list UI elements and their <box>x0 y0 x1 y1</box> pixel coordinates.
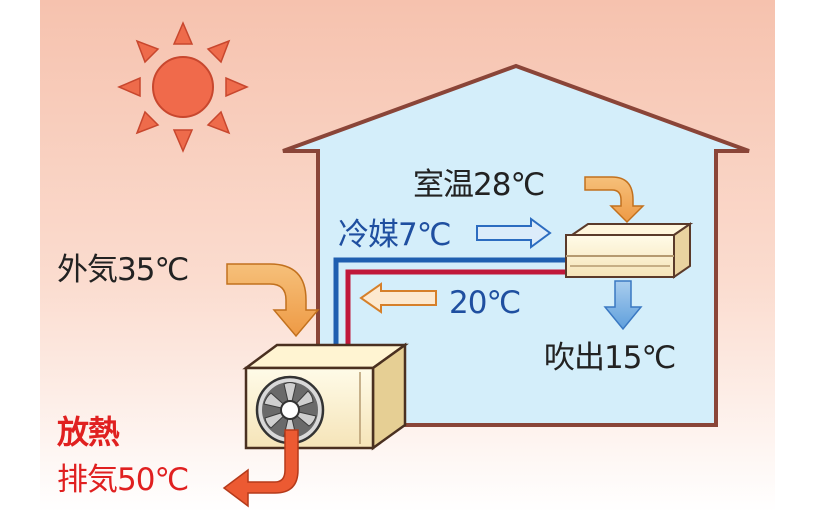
sun-icon <box>117 21 249 153</box>
outside-air-intake-arrow <box>226 263 320 338</box>
refrigerant-pipe-return <box>345 269 572 352</box>
room-air-intake-arrow <box>584 176 645 224</box>
outlet-temp-label: 吹出15℃ <box>544 340 676 376</box>
outside-air-label: 外気35℃ <box>57 252 189 288</box>
refrigerant-flow-arrow <box>476 217 552 249</box>
refrigerant-label: 冷媒7℃ <box>338 217 452 253</box>
exhaust-temp-label: 排気50℃ <box>57 462 189 498</box>
room-temp-label: 室温28℃ <box>413 167 545 203</box>
return-flow-arrow <box>359 282 437 314</box>
refrigerant-pipe-cold <box>333 257 572 352</box>
heat-release-label: 放熱 <box>57 413 120 451</box>
return-temp-label: 20℃ <box>449 285 521 321</box>
indoor-unit-icon <box>565 222 694 279</box>
cool-air-outlet-arrow <box>603 280 643 331</box>
exhaust-heat-arrow <box>222 429 299 508</box>
house-shape <box>282 63 750 427</box>
